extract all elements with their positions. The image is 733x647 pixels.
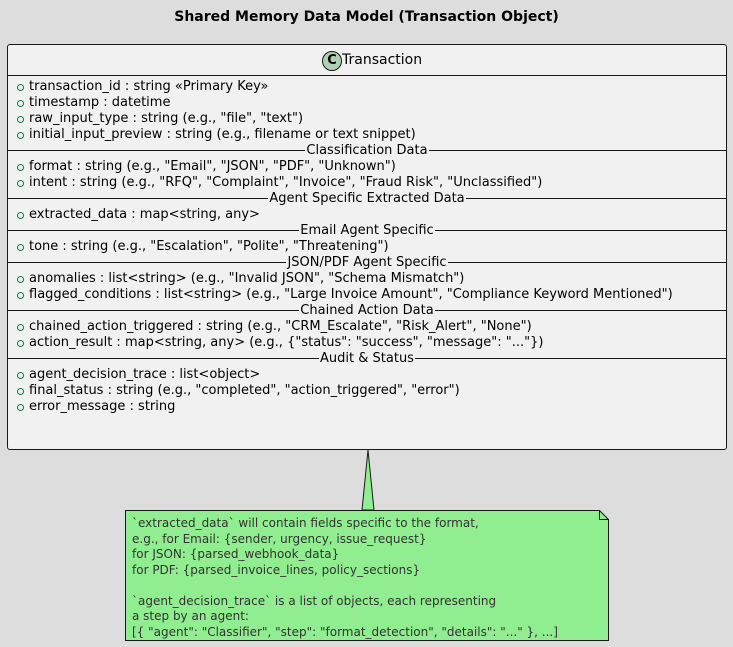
attribute-row: initial_input_preview : string (e.g., fi…	[8, 127, 726, 143]
diagram-note: `extracted_data` will contain fields spe…	[125, 510, 609, 641]
class-stereotype-icon: C	[322, 51, 342, 71]
public-visibility-icon	[17, 83, 24, 91]
attribute-text: agent_decision_trace : list<object>	[29, 367, 261, 382]
attribute-row: timestamp : datetime	[8, 95, 726, 111]
section-divider: Audit & Status	[8, 351, 726, 367]
note-text: `extracted_data` will contain fields spe…	[132, 516, 558, 639]
public-visibility-icon	[17, 291, 24, 299]
public-visibility-icon	[17, 275, 24, 283]
attribute-row: transaction_id : string «Primary Key»	[8, 79, 726, 95]
attribute-row: intent : string (e.g., "RFQ", "Complaint…	[8, 175, 726, 191]
attribute-text: format : string (e.g., "Email", "JSON", …	[29, 159, 396, 174]
section-divider: Chained Action Data	[8, 303, 726, 319]
public-visibility-icon	[17, 387, 24, 395]
section-divider: Agent Specific Extracted Data	[8, 191, 726, 207]
public-visibility-icon	[17, 243, 24, 251]
note-shape	[125, 510, 609, 641]
section-label: Chained Action Data	[299, 303, 435, 318]
attribute-text: raw_input_type : string (e.g., "file", "…	[29, 111, 304, 126]
attribute-row: error_message : string	[8, 399, 726, 415]
attribute-text: tone : string (e.g., "Escalation", "Poli…	[29, 239, 389, 254]
section-label: Email Agent Specific	[299, 223, 435, 238]
transaction-class: C Transaction transaction_id : string «P…	[7, 44, 727, 450]
public-visibility-icon	[17, 403, 24, 411]
public-visibility-icon	[17, 179, 24, 187]
section-divider: JSON/PDF Agent Specific	[8, 255, 726, 271]
section-label: Audit & Status	[319, 351, 415, 366]
class-name: Transaction	[342, 52, 423, 68]
public-visibility-icon	[17, 99, 24, 107]
attribute-row: raw_input_type : string (e.g., "file", "…	[8, 111, 726, 127]
section-divider: Classification Data	[8, 143, 726, 159]
attribute-text: chained_action_triggered : string (e.g.,…	[29, 319, 532, 334]
attribute-text: extracted_data : map<string, any>	[29, 207, 260, 222]
attribute-row: final_status : string (e.g., "completed"…	[8, 383, 726, 399]
attribute-text: anomalies : list<string> (e.g., "Invalid…	[29, 271, 465, 286]
attribute-text: error_message : string	[29, 399, 176, 414]
public-visibility-icon	[17, 115, 24, 123]
public-visibility-icon	[17, 131, 24, 139]
attribute-row: extracted_data : map<string, any>	[8, 207, 726, 223]
class-attributes: transaction_id : string «Primary Key»tim…	[8, 76, 726, 415]
diagram-title: Shared Memory Data Model (Transaction Ob…	[174, 9, 559, 25]
attribute-row: chained_action_triggered : string (e.g.,…	[8, 319, 726, 335]
attribute-text: timestamp : datetime	[29, 95, 171, 110]
attribute-row: format : string (e.g., "Email", "JSON", …	[8, 159, 726, 175]
attribute-row: action_result : map<string, any> (e.g., …	[8, 335, 726, 351]
attribute-row: anomalies : list<string> (e.g., "Invalid…	[8, 271, 726, 287]
attribute-text: action_result : map<string, any> (e.g., …	[29, 335, 544, 350]
public-visibility-icon	[17, 163, 24, 171]
section-label: Agent Specific Extracted Data	[268, 191, 466, 206]
section-label: Classification Data	[305, 143, 429, 158]
class-header: C Transaction	[8, 45, 726, 76]
attribute-row: tone : string (e.g., "Escalation", "Poli…	[8, 239, 726, 255]
attribute-row: agent_decision_trace : list<object>	[8, 367, 726, 383]
public-visibility-icon	[17, 323, 24, 331]
public-visibility-icon	[17, 339, 24, 347]
public-visibility-icon	[17, 211, 24, 219]
section-label: JSON/PDF Agent Specific	[286, 255, 448, 270]
attribute-text: transaction_id : string «Primary Key»	[29, 79, 269, 94]
attribute-text: initial_input_preview : string (e.g., fi…	[29, 127, 416, 142]
section-divider: Email Agent Specific	[8, 223, 726, 239]
attribute-text: flagged_conditions : list<string> (e.g.,…	[29, 287, 673, 302]
attribute-text: intent : string (e.g., "RFQ", "Complaint…	[29, 175, 543, 190]
attribute-row: flagged_conditions : list<string> (e.g.,…	[8, 287, 726, 303]
public-visibility-icon	[17, 371, 24, 379]
attribute-text: final_status : string (e.g., "completed"…	[29, 383, 460, 398]
